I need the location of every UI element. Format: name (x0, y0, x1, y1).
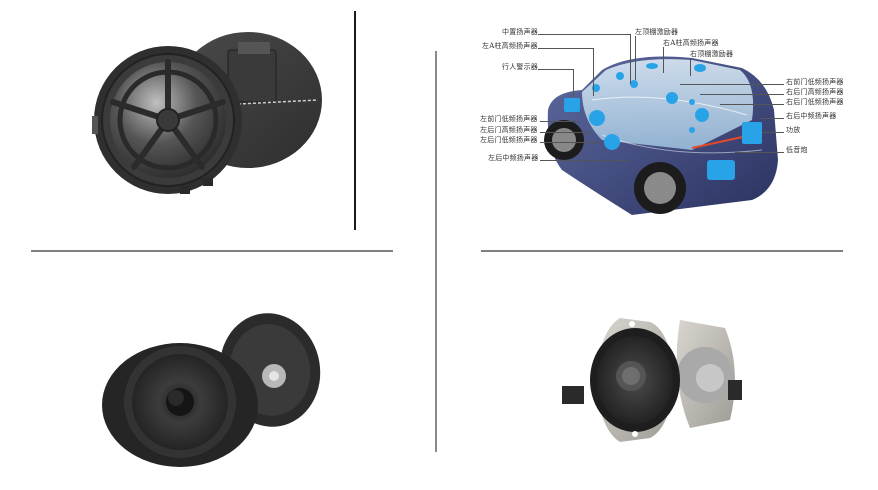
coaxial-speaker-image (100, 310, 330, 470)
leader-line (538, 69, 573, 70)
leader-line (538, 48, 593, 49)
leader-line (720, 104, 784, 105)
leader-line (540, 121, 580, 122)
leader-line (635, 36, 636, 80)
label-amplifier: 功放 (786, 126, 801, 134)
leader-line (690, 58, 691, 76)
leader-line (762, 132, 784, 133)
leader-line (630, 34, 631, 84)
label-right-roof-exciter: 右顶棚激励器 (690, 50, 734, 58)
left-horizontal-divider (31, 250, 393, 252)
leader-line (700, 94, 784, 95)
coaxial-speaker-icon (102, 313, 321, 467)
car-speaker-diagram: 中置扬声器 左A柱高频扬声器 行人警示器 左前门低频扬声器 左后门高频扬声器 左… (470, 20, 870, 240)
label-right-rear-door-tweeter: 右后门高频扬声器 (786, 88, 844, 96)
label-pedestrian-warning: 行人警示器 (502, 63, 538, 71)
leader-line (663, 47, 664, 73)
leader-line (540, 160, 630, 161)
leader-line (573, 69, 574, 97)
leader-line (593, 48, 594, 96)
top-left-vertical-rule (354, 11, 356, 230)
tweeter-speaker-icon (92, 32, 322, 194)
label-center-speaker: 中置扬声器 (502, 28, 538, 36)
label-left-rear-midrange: 左后中频扬声器 (488, 154, 539, 162)
leader-line (540, 142, 600, 143)
tweeter-speaker-image (88, 28, 328, 198)
leader-line (760, 118, 784, 119)
bracket-speaker-icon (562, 318, 742, 442)
suv-cutaway-icon (544, 56, 778, 215)
label-right-rear-door-woofer: 右后门低频扬声器 (786, 98, 844, 106)
leader-line (735, 152, 784, 153)
label-left-roof-exciter: 左顶棚激励器 (635, 28, 679, 36)
center-vertical-divider (435, 51, 437, 452)
label-left-rear-door-tweeter: 左后门高频扬声器 (480, 126, 538, 134)
leader-line (538, 34, 630, 35)
label-right-a-pillar-tweeter: 右A柱高频扬声器 (663, 39, 719, 47)
label-left-a-pillar-tweeter: 左A柱高频扬声器 (482, 42, 538, 50)
label-left-rear-door-woofer: 左后门低频扬声器 (480, 136, 538, 144)
leader-line (680, 84, 784, 85)
bracket-speaker-image (560, 310, 745, 450)
label-left-front-door-woofer: 左前门低频扬声器 (480, 115, 538, 123)
label-right-rear-midrange: 右后中频扬声器 (786, 112, 837, 120)
label-right-front-door-woofer: 右前门低频扬声器 (786, 78, 844, 86)
label-subwoofer: 低音炮 (786, 146, 808, 154)
leader-line (540, 132, 590, 133)
right-horizontal-divider (481, 250, 843, 252)
